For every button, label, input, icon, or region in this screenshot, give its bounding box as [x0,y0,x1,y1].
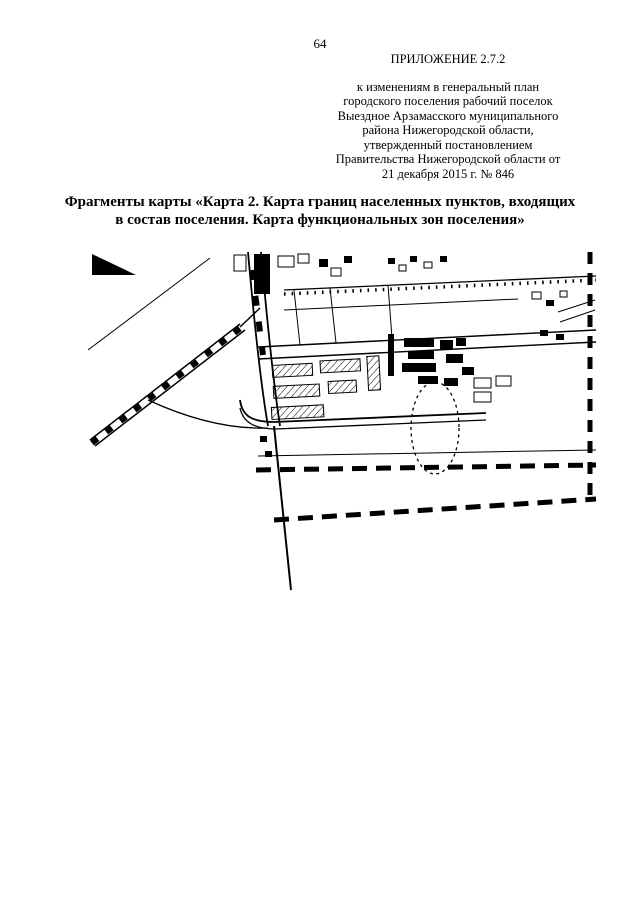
buildings-hatched [270,355,382,421]
map-fragment [88,250,598,595]
appendix-line: 21 декабря 2015 г. № 846 [381,166,515,181]
railway-line [89,307,261,447]
appendix-line: городского поселения рабочий поселок [343,94,553,108]
curved-road [147,399,487,430]
buildings-dense-cluster [388,334,474,386]
appendix-line: к изменениям в генеральный план [356,79,540,94]
map-title: Фрагменты карты «Карта 2. Карта границ н… [64,194,576,228]
thin-boundary-line [257,449,597,457]
appendix-line: Правительства Нижегородской области от [335,152,561,166]
map-wedge [92,254,136,275]
appendix-line: Выездное Арзамасского муниципального [337,108,559,123]
upper-street [283,275,597,346]
page-number: 64 [313,36,327,51]
appendix-block: ПРИЛОЖЕНИЕ 2.7.2 к изменениям в генераль… [278,52,618,181]
diagonal-road-line [88,257,211,351]
buildings-top [233,253,447,294]
buildings-outlined-right [473,375,512,403]
map-drawing [88,251,597,591]
dashed-zone-oval [410,381,460,475]
appendix-line: района Нижегородской области, [362,123,534,137]
appendix-line: утвержденный постановлением [363,137,533,152]
appendix-title: ПРИЛОЖЕНИЕ 2.7.2 [390,52,506,66]
settlement-boundary-dashed [255,252,597,523]
